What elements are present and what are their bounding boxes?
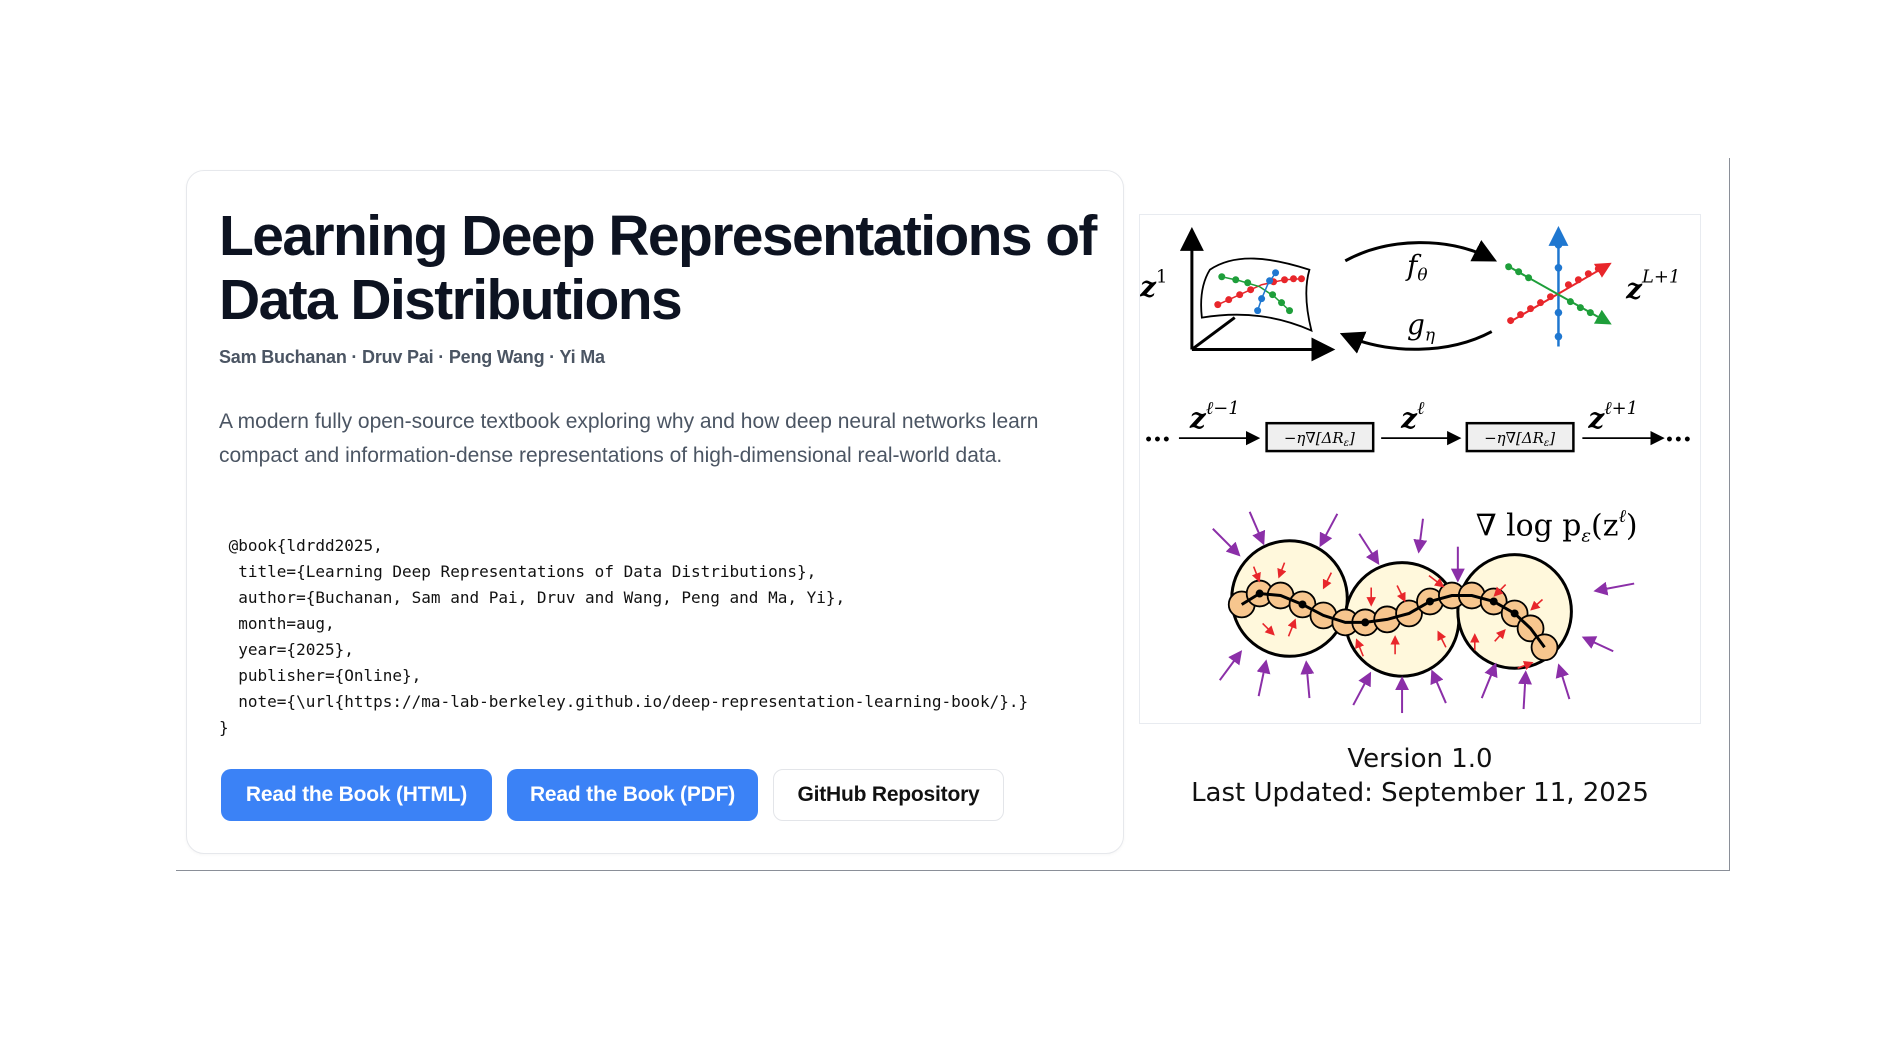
svg-text:zℓ: zℓ	[1400, 398, 1425, 435]
manifold-points	[1214, 269, 1305, 315]
z1-label: z1	[1140, 267, 1167, 304]
last-updated-label: Last Updated: September 11, 2025	[1191, 778, 1649, 808]
book-info-card: Learning Deep Representations of Data Di…	[186, 170, 1124, 854]
svg-text:−η∇[ΔRε]: −η∇[ΔRε]	[1484, 429, 1555, 449]
layer-chain: ••• zℓ−1 −η∇[ΔRε] zℓ −η∇[ΔRε] zℓ+1 •••	[1144, 398, 1692, 453]
read-html-button[interactable]: Read the Book (HTML)	[221, 769, 492, 821]
f-theta-label: fθ	[1405, 249, 1428, 285]
bibtex-citation: @book{ldrdd2025, title={Learning Deep Re…	[219, 536, 1029, 737]
svg-text:•••: •••	[1144, 432, 1171, 448]
page-title: Learning Deep Representations of Data Di…	[219, 204, 1097, 332]
g-eta-label: gη	[1407, 309, 1435, 345]
svg-text:−η∇[ΔRε]: −η∇[ΔRε]	[1284, 429, 1355, 449]
read-pdf-button[interactable]: Read the Book (PDF)	[507, 769, 758, 821]
score-diagram: ∇ log pε(zℓ)	[1212, 506, 1638, 714]
input-space: z1	[1139, 226, 1336, 362]
authors: Sam Buchanan · Druv Pai · Peng Wang · Yi…	[219, 347, 605, 367]
svg-text:•••: •••	[1665, 432, 1692, 448]
window-border-bottom	[176, 870, 1730, 871]
encoder-arrow	[1344, 240, 1498, 263]
cover-figure: z1 fθ gη zL+1	[1139, 214, 1701, 724]
svg-text:zℓ−1: zℓ−1	[1189, 398, 1240, 435]
decoder-arrow	[1339, 330, 1493, 354]
window-border-right	[1729, 158, 1730, 871]
description: A modern fully open-source textbook expl…	[219, 410, 1039, 467]
score-label: ∇ log pε(zℓ)	[1476, 506, 1638, 547]
zL1-label: zL+1	[1625, 267, 1680, 306]
version-info: Version 1.0 Last Updated: September 11, …	[1139, 742, 1701, 810]
version-label: Version 1.0	[1347, 744, 1493, 774]
svg-text:zℓ+1: zℓ+1	[1587, 398, 1638, 435]
github-repository-button[interactable]: GitHub Repository	[773, 769, 1004, 821]
representation-diagram: z1 fθ gη zL+1	[1139, 225, 1692, 714]
feature-space: zL+1	[1505, 225, 1680, 347]
